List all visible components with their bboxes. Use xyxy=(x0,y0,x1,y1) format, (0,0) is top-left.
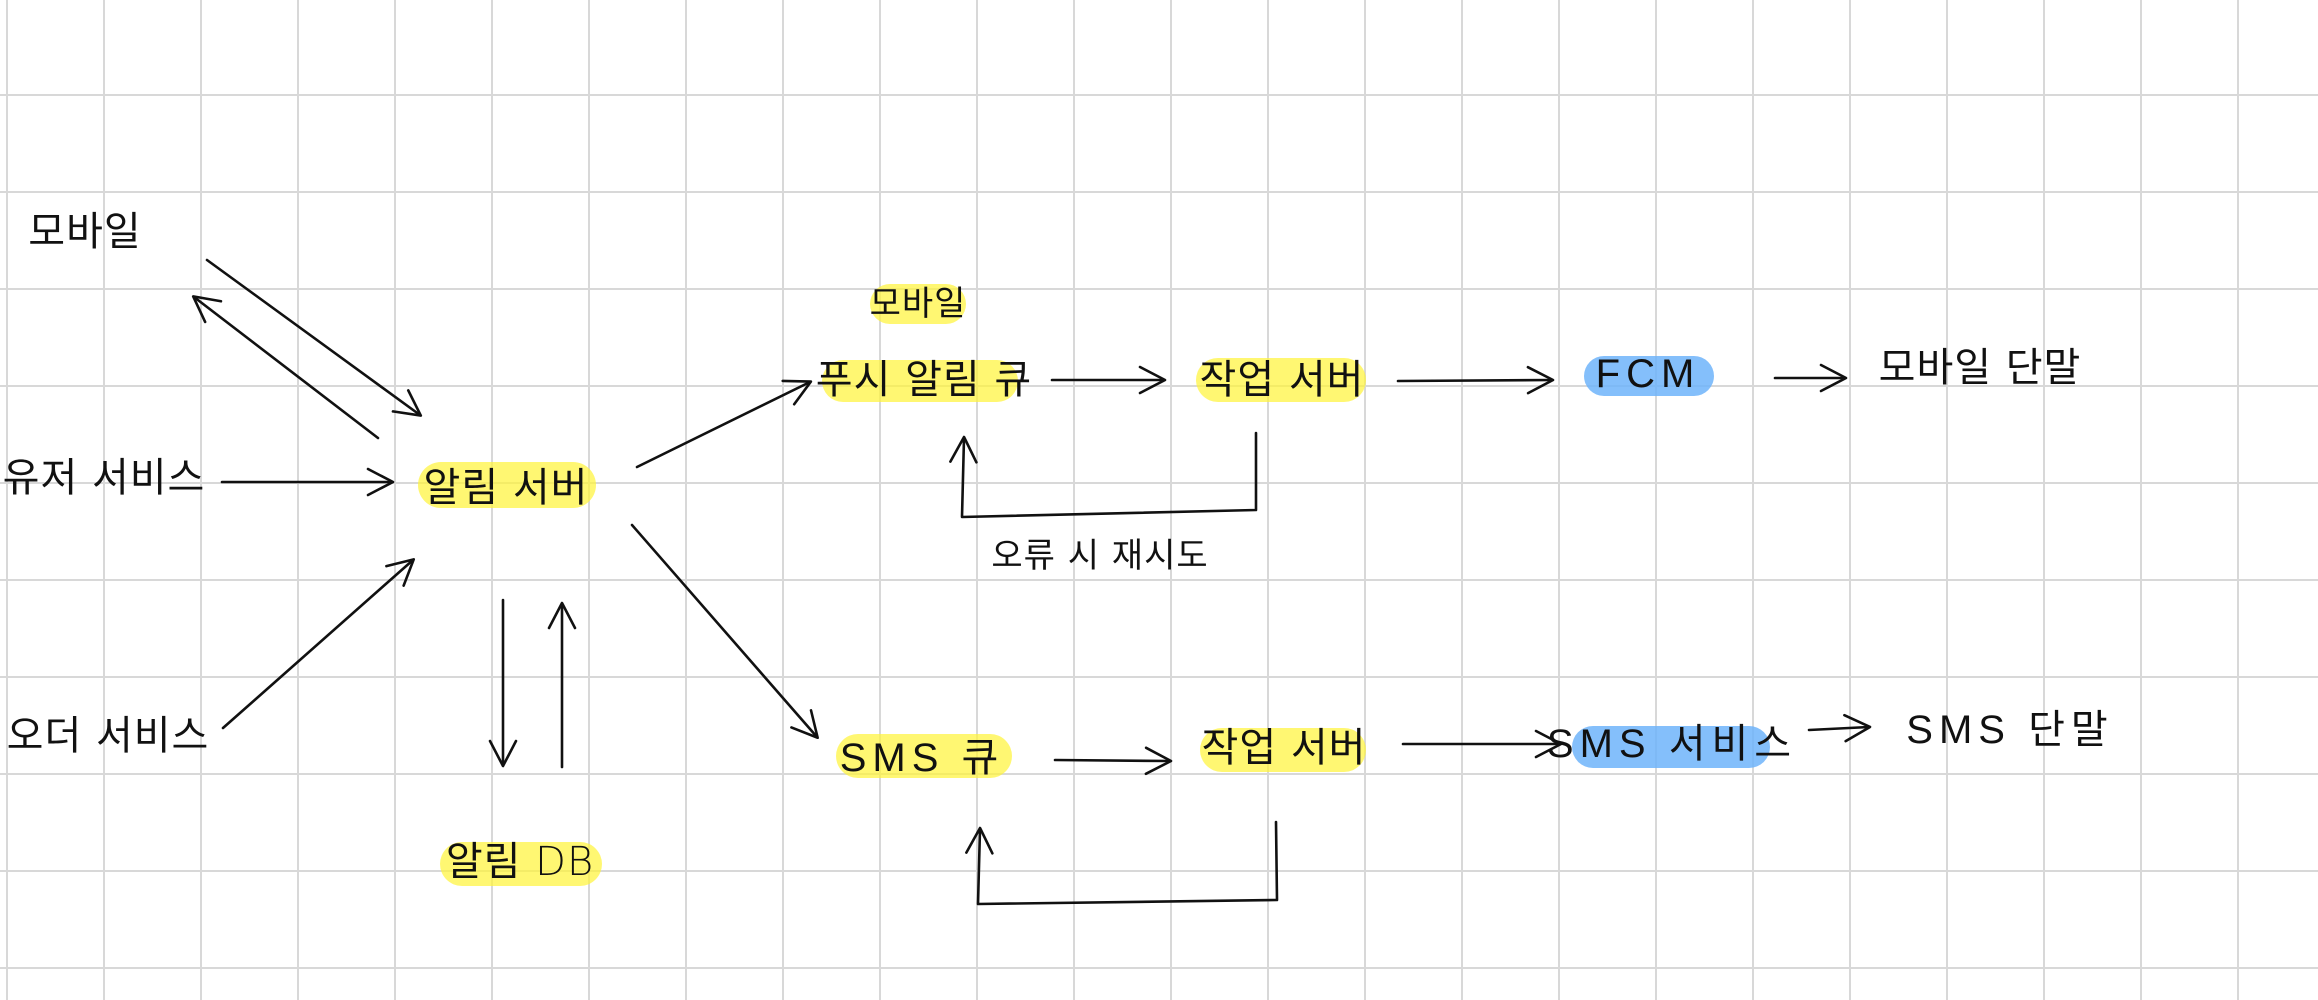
user-service-label: 유저 서비스 xyxy=(2,455,206,501)
retry-loop-push xyxy=(949,431,1258,519)
highlight-sms-queue xyxy=(836,734,1012,778)
highlight-worker-sms xyxy=(1200,728,1366,772)
highlight-sms-service xyxy=(1572,726,1770,768)
push-queue-label: 푸시 알림 큐 xyxy=(815,357,1033,403)
mobile-source-label: 모바일 xyxy=(28,209,142,255)
mobile-device-label: 모바일 단말 xyxy=(1878,345,2082,391)
fcm-label: FCM xyxy=(1595,352,1701,396)
order-service-label: 오더 서비스 xyxy=(6,713,210,759)
highlight-notification-db xyxy=(440,842,602,886)
highlight-worker-push xyxy=(1196,358,1366,402)
worker-server-sms-label: 작업 서버 xyxy=(1201,725,1367,771)
arrow-server-to-sms-queue xyxy=(630,523,819,740)
sms-queue-label: SMS 큐 xyxy=(839,736,1005,780)
highlight-push-queue xyxy=(822,360,1018,402)
arrow-worker-to-fcm xyxy=(1396,365,1555,395)
mobile-tag-label: 모바일 xyxy=(869,284,967,324)
arrow-server-to-push-queue xyxy=(635,379,813,469)
highlight-mobile-tag xyxy=(870,284,966,324)
arrow-sms-queue-to-worker xyxy=(1053,746,1173,776)
retry-loop-sms xyxy=(965,820,1279,906)
arrow-order-service-to-server xyxy=(221,558,416,730)
arrow-sms-service-to-sms-device xyxy=(1807,713,1872,743)
highlight-fcm xyxy=(1584,356,1714,396)
arrow-mobile-to-server xyxy=(205,258,423,417)
worker-server-push-label: 작업 서버 xyxy=(1199,357,1365,403)
highlight-notification-server xyxy=(418,462,596,508)
notification-server-label: 알림 서버 xyxy=(423,465,589,511)
retry-on-error-label: 오류 시 재시도 xyxy=(991,536,1209,576)
notification-db-label: 알림 DB xyxy=(445,839,595,885)
arrow-server-to-mobile xyxy=(191,295,380,440)
sms-device-label: SMS 단말 xyxy=(1906,708,2114,752)
sms-service-label: SMS 서비스 xyxy=(1546,722,1798,766)
